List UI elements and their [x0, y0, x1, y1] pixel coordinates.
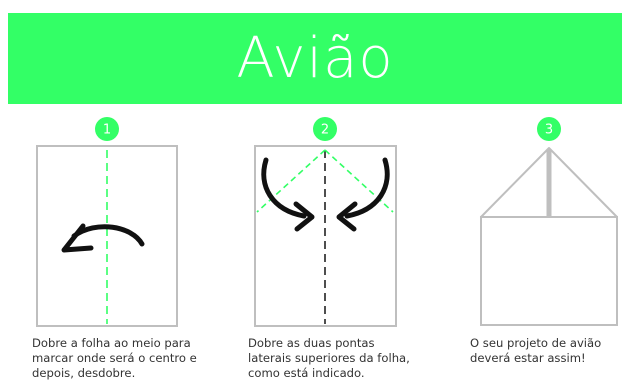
- page-title: Avião: [236, 26, 394, 91]
- step-2-caption: Dobre as duas pontas laterais superiores…: [248, 336, 410, 380]
- step-2-right-fold-line: [324, 149, 394, 213]
- step-1-curved-arrow: [71, 224, 145, 247]
- step-1-badge: [95, 117, 119, 141]
- step-1-number: 1: [103, 123, 111, 138]
- step-2-number: 2: [321, 123, 329, 138]
- step-2-badge: [313, 117, 337, 141]
- step-3-plane-body: [480, 216, 618, 326]
- title-banner: Avião: [8, 13, 622, 104]
- step-2-right-arrowhead: [336, 201, 358, 232]
- step-2-left-fold-line: [256, 149, 326, 213]
- step-2: 2: [254, 117, 397, 327]
- step-1-caption: Dobre a folha ao meio para marcar onde s…: [32, 336, 197, 380]
- step-1-paper: [36, 145, 178, 327]
- step-3: 3: [480, 117, 618, 326]
- step-2-left-arrowhead: [293, 201, 315, 232]
- step-2-left-curved-arrow: [261, 157, 307, 219]
- step-1-arrowhead: [61, 223, 94, 253]
- step-3-caption: O seu projeto de avião deverá estar assi…: [470, 336, 602, 365]
- step-3-number: 3: [545, 123, 553, 138]
- step-2-right-curved-arrow: [344, 157, 390, 219]
- step-1: 1: [36, 117, 178, 327]
- step-3-badge: [537, 117, 561, 141]
- step-2-paper: [254, 145, 397, 327]
